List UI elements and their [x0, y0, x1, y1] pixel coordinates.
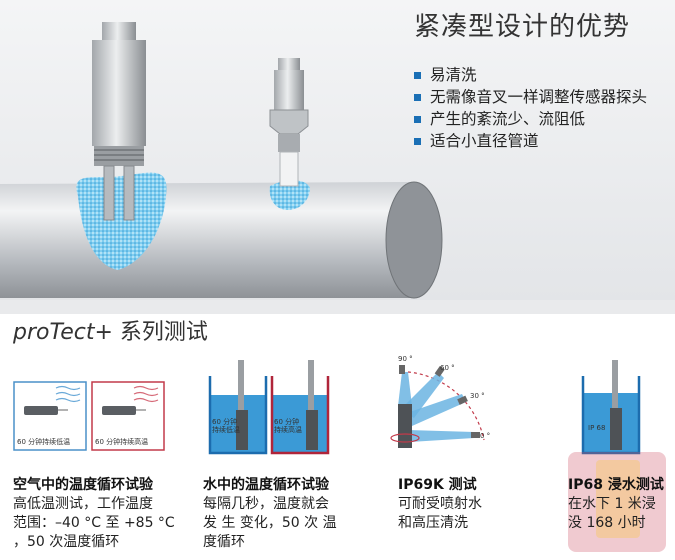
compact-design-panel: 紧凑型设计的优势 易清洗 无需像音叉一样调整传感器探头 产生的紊流少、流阻低 适… — [0, 0, 675, 300]
cold-wave-icon — [55, 385, 81, 403]
caption-heading: 空气中的温度循环试验 — [13, 477, 153, 493]
caption-line: 在水下 1 米浸 — [568, 496, 656, 512]
immersion-beaker — [581, 376, 641, 455]
hot-box — [91, 381, 165, 451]
caption-line: 高低温测试，工作温度 — [13, 496, 153, 512]
pipe-end — [385, 181, 443, 299]
hot-beaker-label-1: 60 分钟 — [274, 417, 299, 426]
caption-line: ，50 次温度循环 — [13, 534, 120, 550]
caption-heading: IP69K 测试 — [398, 477, 477, 493]
hot-beaker — [270, 376, 330, 455]
bullet-square-icon — [414, 116, 421, 123]
nozzle-icon — [471, 432, 480, 438]
sensor-2-housing — [274, 70, 304, 110]
caption-line: 没 168 小时 — [568, 515, 646, 531]
air-cycle-illustration: 60 分钟持续低温 60 分钟持续高温 — [13, 381, 165, 451]
feature-item: 适合小直径管道 — [414, 130, 647, 152]
pipe-sensor-illustration — [0, 22, 443, 299]
sensor-1-housing — [92, 40, 146, 146]
caption-line: 可耐受喷射水 — [398, 496, 482, 512]
spray-cloud-2 — [269, 180, 310, 210]
water-cycle-illustration: 60 分钟 持续低温 60 分钟 持续高温 — [208, 360, 330, 455]
bullet-square-icon — [414, 138, 421, 145]
caption-line: 和高压清洗 — [398, 515, 468, 531]
feature-item: 无需像音叉一样调整传感器探头 — [414, 86, 647, 108]
bullet-square-icon — [414, 72, 421, 79]
ip69k-illustration: 90 ° 60 ° 30 ° 0 ° — [390, 355, 490, 448]
rotation-arrow-icon — [390, 433, 420, 443]
test-caption-water: 水中的温度循环试验 每隔几秒，温度就会 发 生 变化，50 次 温 度循环 — [203, 476, 363, 552]
feature-item: 产生的紊流少、流阻低 — [414, 108, 647, 130]
submerged-sensor-icon — [236, 410, 248, 450]
angle-90-label: 90 ° — [398, 355, 413, 363]
sensor-under-test-icon — [398, 404, 412, 448]
hot-box-label: 60 分钟持续高温 — [95, 437, 148, 446]
ip68-label: IP 68 — [588, 424, 605, 432]
panel-title: 紧凑型设计的优势 — [414, 12, 631, 42]
bullet-square-icon — [414, 94, 421, 101]
cold-box — [13, 381, 87, 451]
angle-30-label: 30 ° — [470, 392, 485, 400]
hot-beaker-label-2: 持续高温 — [274, 425, 302, 434]
watermark-icon — [596, 460, 640, 538]
section-divider — [0, 300, 675, 314]
cold-beaker-label-2: 持续低温 — [212, 425, 240, 434]
feature-item: 易清洗 — [414, 64, 647, 86]
caption-heading: IP68 浸水测试 — [568, 477, 664, 493]
test-caption-ip68: IP68 浸水测试 在水下 1 米浸 没 168 小时 — [568, 476, 673, 533]
cold-beaker — [208, 376, 268, 455]
caption-line: 每隔几秒，温度就会 — [203, 496, 329, 512]
nozzle-icon — [399, 365, 405, 374]
sensor-cylinder-icon — [24, 406, 58, 415]
nozzle-icon — [434, 366, 445, 377]
caption-line: 发 生 变化，50 次 温 — [203, 515, 337, 531]
series-title-suffix: 系列测试 — [119, 320, 208, 345]
test-caption-air: 空气中的温度循环试验 高低温测试，工作温度 范围：–40 °C 至 +85 °C… — [13, 476, 193, 552]
sensor-cylinder-icon — [102, 406, 136, 415]
angle-arc — [407, 371, 485, 441]
cold-box-label: 60 分钟持续低温 — [17, 437, 70, 446]
feature-list: 易清洗 无需像音叉一样调整传感器探头 产生的紊流少、流阻低 适合小直径管道 — [414, 64, 647, 152]
caption-line: 范围：–40 °C 至 +85 °C — [13, 515, 175, 531]
submerged-sensor-icon — [306, 410, 318, 450]
caption-line: 度循环 — [203, 534, 245, 550]
submerged-sensor-icon — [610, 408, 622, 450]
cold-beaker-label-1: 60 分钟 — [212, 417, 237, 426]
heat-wave-icon — [133, 385, 159, 403]
caption-heading: 水中的温度循环试验 — [203, 477, 329, 493]
ip68-illustration: IP 68 — [581, 360, 641, 455]
series-title: proTect+ 系列测试 — [13, 314, 208, 346]
angle-0-label: 0 ° — [480, 432, 490, 440]
angle-60-label: 60 ° — [440, 364, 455, 372]
test-caption-ip69k: IP69K 测试 可耐受喷射水 和高压清洗 — [398, 476, 528, 533]
nozzle-icon — [457, 395, 468, 405]
spray-cloud-1 — [76, 172, 167, 270]
brand-name: proTect+ — [13, 320, 113, 345]
